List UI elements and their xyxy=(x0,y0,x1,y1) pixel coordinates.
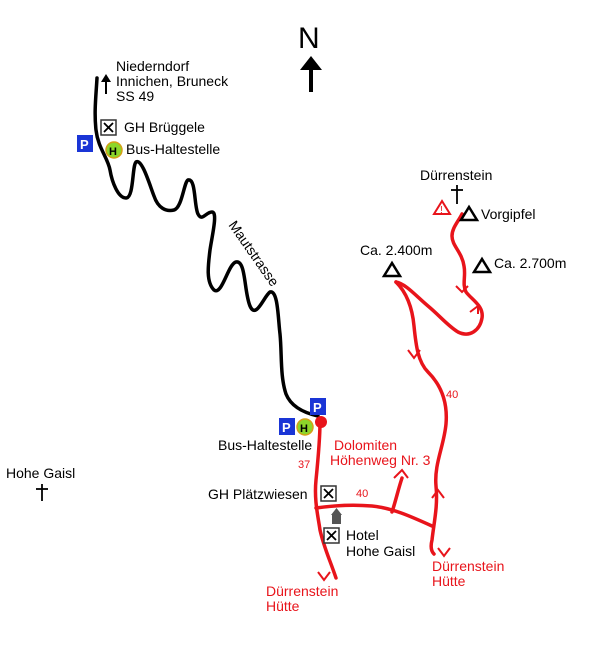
label-hutte-right-1: Dürrenstein xyxy=(432,558,504,574)
label-hutte-left-1: Dürrenstein xyxy=(266,583,338,599)
peak-ca2700-icon xyxy=(471,256,493,274)
label-vorgipfel: Vorgipfel xyxy=(481,206,535,222)
restaurant-platzwiesen-icon xyxy=(320,485,337,502)
label-mautstrasse: Mautstrasse xyxy=(226,218,283,290)
summit-cross-icon xyxy=(451,185,463,204)
label-trail-40-upper: 40 xyxy=(446,389,458,401)
bus-stop-bottom-icon: H xyxy=(296,418,314,436)
mautstrasse-road xyxy=(93,76,320,418)
north-letter: N xyxy=(298,22,320,55)
trail-network xyxy=(313,212,484,580)
label-hutte-left-2: Hütte xyxy=(266,598,300,614)
label-ca2700: Ca. 2.700m xyxy=(494,255,566,271)
svg-text:P: P xyxy=(80,137,89,152)
label-gh-platzwiesen: GH Plätzwiesen xyxy=(208,486,308,502)
svg-text:H: H xyxy=(109,146,117,158)
chapel-icon xyxy=(331,508,342,524)
label-hotel: Hotel xyxy=(346,527,379,543)
parking-top-icon: P xyxy=(77,135,93,152)
restaurant-bruggele-icon xyxy=(100,119,117,136)
parking-bottom-1-icon: P xyxy=(310,398,326,415)
label-hohe-gaisl-peak: Hohe Gaisl xyxy=(6,465,75,481)
label-trail-37: 37 xyxy=(298,459,310,471)
label-bus-bottom: Bus-Haltestelle xyxy=(218,437,312,453)
label-innichen: Innichen, Bruneck xyxy=(116,73,229,89)
start-point-icon xyxy=(315,416,327,428)
svg-text:H: H xyxy=(300,423,308,435)
label-dolomiten: Dolomiten xyxy=(334,437,397,453)
label-hutte-right-2: Hütte xyxy=(432,573,466,589)
svg-text:!: ! xyxy=(440,205,443,216)
trail-arrow-icons xyxy=(317,285,479,582)
label-bus-top: Bus-Haltestelle xyxy=(126,141,220,157)
north-arrow-icon xyxy=(300,56,322,92)
bus-stop-top-icon: H xyxy=(105,141,123,159)
label-durrenstein-peak: Dürrenstein xyxy=(420,167,492,183)
label-niederndorf: Niederndorf xyxy=(116,58,189,74)
label-gh-bruggele: GH Brüggele xyxy=(124,119,205,135)
danger-warning-icon: ! xyxy=(432,199,452,216)
parking-bottom-2-icon: P xyxy=(279,418,295,435)
svg-text:P: P xyxy=(313,400,322,415)
label-hohenweg: Höhenweg Nr. 3 xyxy=(330,452,431,468)
label-hotel-hohe-gaisl: Hohe Gaisl xyxy=(346,543,415,559)
label-ss49: SS 49 xyxy=(116,88,154,104)
peak-ca2400-icon xyxy=(381,260,403,278)
niederndorf-arrow-icon xyxy=(101,74,111,94)
label-ca2400: Ca. 2.400m xyxy=(360,242,432,258)
restaurant-hotel-icon xyxy=(323,527,340,544)
label-trail-40-lower: 40 xyxy=(356,488,368,500)
hohe-gaisl-cross-icon xyxy=(36,484,48,501)
peak-vorgipfel-icon xyxy=(458,204,480,222)
svg-text:P: P xyxy=(282,420,291,435)
